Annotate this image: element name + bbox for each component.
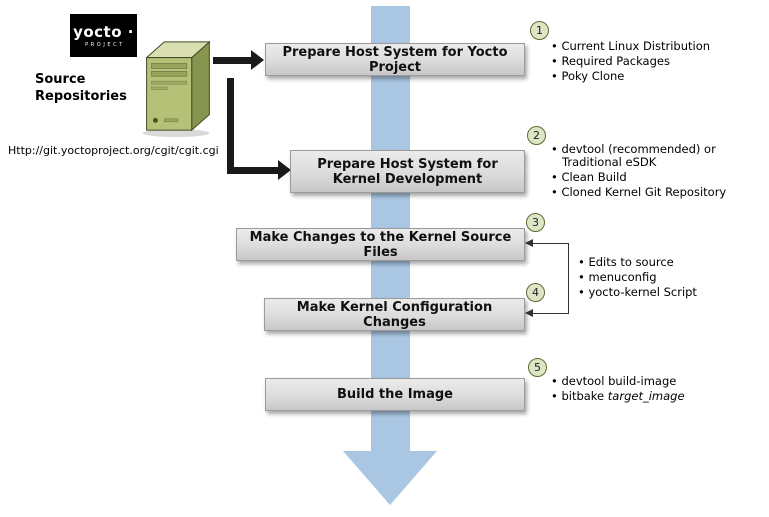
step5-box: Build the Image bbox=[265, 378, 525, 411]
bullet-item: Poky Clone bbox=[551, 70, 710, 83]
yocto-logo-subtitle: PROJECT bbox=[85, 41, 125, 48]
step4-connector-line bbox=[533, 313, 568, 314]
step4-box: Make Kernel Configuration Changes bbox=[264, 298, 525, 331]
step1-number-badge: 1 bbox=[530, 21, 549, 40]
bullet-text: menuconfig bbox=[588, 270, 657, 284]
arrow-to-step2-horizontal-shaft bbox=[227, 167, 278, 174]
yocto-logo-wordmark: yocto · bbox=[73, 22, 134, 41]
step2-box: Prepare Host System for Kernel Developme… bbox=[290, 150, 525, 193]
step3-number-badge: 3 bbox=[526, 213, 545, 232]
bullet-text: Cloned Kernel Git Repository bbox=[561, 185, 727, 199]
step1-box: Prepare Host System for Yocto Project bbox=[265, 43, 525, 76]
bullet-text: Edits to source bbox=[588, 255, 674, 269]
arrow-to-step2-vertical-shaft bbox=[227, 78, 234, 174]
bullet-text: Clean Build bbox=[561, 170, 627, 184]
bullet-item: Cloned Kernel Git Repository bbox=[551, 186, 726, 199]
bullet-item: bitbake target_image bbox=[551, 389, 685, 403]
source-repositories-label: Source Repositories bbox=[35, 72, 127, 104]
bullet-item: Clean Build bbox=[551, 171, 726, 184]
bullet-text-italic: target_image bbox=[607, 389, 685, 403]
step3-connector-line bbox=[533, 243, 568, 244]
step2-bullet-list: devtool (recommended) or Traditional eSD… bbox=[551, 143, 726, 201]
bullet-item: devtool (recommended) or Traditional eSD… bbox=[551, 143, 723, 169]
bullet-item: Current Linux Distribution bbox=[551, 40, 710, 53]
step5-bullet-list: devtool build-image bitbake target_image bbox=[551, 375, 685, 405]
yocto-project-logo: yocto · PROJECT bbox=[70, 14, 137, 57]
bullet-item: Edits to source bbox=[578, 256, 697, 269]
bullet-item: yocto-kernel Script bbox=[578, 286, 697, 299]
steps3-4-shared-bullet-list: Edits to source menuconfig yocto-kernel … bbox=[578, 256, 697, 301]
shared-connector-vertical-line bbox=[568, 243, 569, 314]
bullet-item: menuconfig bbox=[578, 271, 697, 284]
bullet-item: devtool build-image bbox=[551, 375, 685, 388]
step3-box: Make Changes to the Kernel Source Files bbox=[236, 228, 525, 261]
step5-number-badge: 5 bbox=[528, 358, 547, 377]
bullet-item: Required Packages bbox=[551, 55, 710, 68]
flow-arrow-head bbox=[343, 451, 437, 505]
arrow-to-step1-shaft bbox=[213, 57, 251, 64]
step5-label: Build the Image bbox=[337, 387, 453, 402]
bullet-text: Required Packages bbox=[561, 54, 670, 68]
step2-label: Prepare Host System for Kernel Developme… bbox=[317, 156, 498, 187]
bullet-text: Poky Clone bbox=[561, 69, 625, 83]
step3-label: Make Changes to the Kernel Source Files bbox=[249, 229, 512, 260]
server-icon bbox=[142, 40, 211, 138]
source-repository-url: Http://git.yoctoproject.org/cgit/cgit.cg… bbox=[8, 144, 219, 157]
step4-connector-arrowhead bbox=[525, 309, 533, 317]
arrow-to-step1-head bbox=[251, 50, 264, 70]
step2-number-badge: 2 bbox=[527, 126, 546, 145]
bullet-text: devtool (recommended) or Traditional eSD… bbox=[561, 142, 716, 169]
step1-label: Prepare Host System for Yocto Project bbox=[282, 44, 508, 75]
bullet-text: bitbake bbox=[561, 389, 608, 403]
arrow-to-step2-head bbox=[278, 160, 291, 180]
step4-number-badge: 4 bbox=[526, 283, 545, 302]
bullet-text: yocto-kernel Script bbox=[588, 285, 697, 299]
step1-bullet-list: Current Linux Distribution Required Pack… bbox=[551, 40, 710, 85]
bullet-text: devtool build-image bbox=[561, 374, 677, 388]
step3-connector-arrowhead bbox=[525, 239, 533, 247]
step4-label: Make Kernel Configuration Changes bbox=[296, 299, 493, 330]
bullet-text: Current Linux Distribution bbox=[561, 39, 711, 53]
